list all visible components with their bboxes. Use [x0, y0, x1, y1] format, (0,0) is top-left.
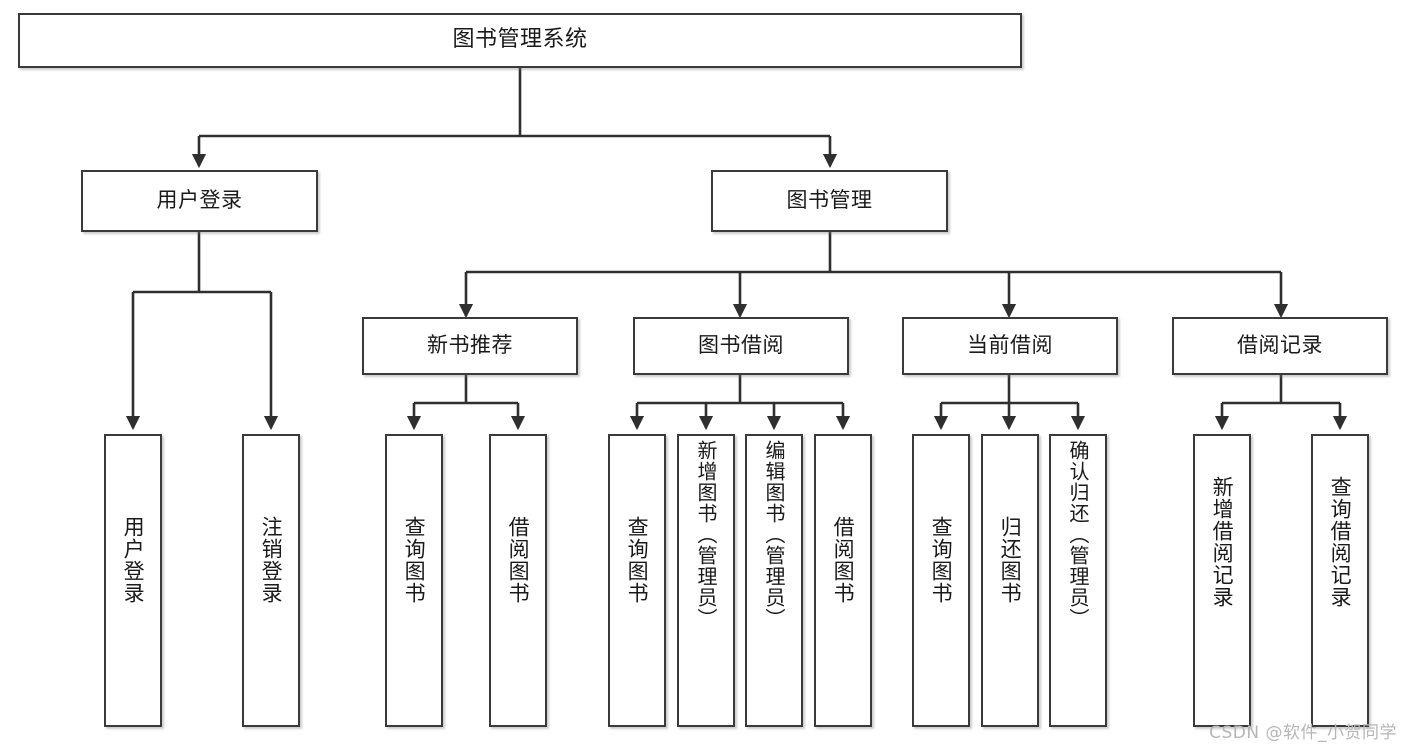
- leaf-book-borrow-edit-book-admin[interactable]: 编辑图书（管理员）: [745, 434, 803, 727]
- leaf-book-borrow-add-book-admin[interactable]: 新增图书（管理员）: [677, 434, 735, 727]
- leaf-user-login-logout[interactable]: 注销登录: [242, 434, 300, 727]
- leaf-current-borrow-return-books[interactable]: 归还图书: [981, 434, 1039, 727]
- node-current-borrowing[interactable]: 当前借阅: [902, 317, 1118, 375]
- node-label: 注销登录: [259, 516, 284, 604]
- csdn-watermark: CSDN @软件_小贺同学: [1209, 723, 1397, 743]
- node-root-book-management-system[interactable]: 图书管理系统: [18, 13, 1022, 68]
- node-label: 归还图书: [998, 516, 1023, 604]
- node-label: 图书管理: [786, 188, 873, 213]
- leaf-new-book-borrow-books[interactable]: 借阅图书: [489, 434, 547, 727]
- leaf-user-login-login[interactable]: 用户登录: [104, 434, 162, 727]
- node-book-management[interactable]: 图书管理: [711, 170, 948, 232]
- node-label: 用户登录: [121, 516, 146, 604]
- node-book-borrowing[interactable]: 图书借阅: [633, 317, 849, 375]
- node-label: 借阅图书: [506, 516, 531, 604]
- node-label: 查询图书: [625, 516, 650, 604]
- leaf-new-book-query-books[interactable]: 查询图书: [385, 434, 443, 727]
- node-label: 新书推荐: [427, 333, 513, 358]
- node-label: 当前借阅: [967, 333, 1053, 358]
- leaf-current-borrow-confirm-return-admin[interactable]: 确认归还（管理员）: [1049, 434, 1107, 727]
- node-label: 查询图书: [402, 516, 427, 604]
- node-borrowing-record[interactable]: 借阅记录: [1172, 317, 1388, 375]
- node-label: 查询图书: [929, 516, 954, 604]
- leaf-borrow-record-query-record[interactable]: 查询借阅记录: [1311, 434, 1369, 727]
- node-user-login[interactable]: 用户登录: [81, 170, 318, 232]
- leaf-book-borrow-query-books[interactable]: 查询图书: [608, 434, 666, 727]
- leaf-borrow-record-add-record[interactable]: 新增借阅记录: [1193, 434, 1251, 727]
- node-label: 新增图书（管理员）: [694, 440, 718, 629]
- node-label: 编辑图书（管理员）: [762, 440, 786, 629]
- node-label: 借阅记录: [1237, 333, 1323, 358]
- node-label: 新增借阅记录: [1210, 476, 1235, 608]
- node-label: 图书借阅: [698, 333, 784, 358]
- node-label: 查询借阅记录: [1328, 476, 1353, 608]
- node-label: 图书管理系统: [452, 27, 588, 53]
- node-label: 用户登录: [156, 188, 243, 213]
- leaf-current-borrow-query-books[interactable]: 查询图书: [912, 434, 970, 727]
- node-new-book-recommendation[interactable]: 新书推荐: [362, 317, 578, 375]
- node-label: 借阅图书: [831, 516, 856, 604]
- leaf-book-borrow-borrow-books[interactable]: 借阅图书: [814, 434, 872, 727]
- node-label: 确认归还（管理员）: [1066, 440, 1090, 629]
